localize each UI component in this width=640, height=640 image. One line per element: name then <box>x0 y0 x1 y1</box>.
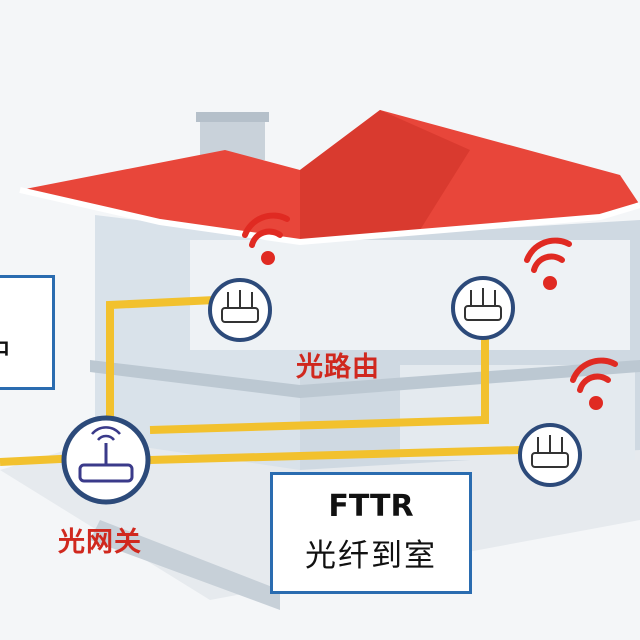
floor-slab <box>90 360 640 398</box>
wifi-icon <box>524 237 572 290</box>
fttr-title: FTTR <box>328 489 414 524</box>
left-box-text: 户 <box>0 326 13 375</box>
fttr-box: FTTR 光纤到室 <box>270 472 472 594</box>
wifi-icon <box>570 357 618 410</box>
roof-edge <box>19 187 640 246</box>
roof-shade <box>300 110 470 240</box>
optical-router-icon <box>451 276 515 340</box>
left-info-box: 户 <box>0 275 55 390</box>
fttr-subtitle: 光纤到室 <box>305 538 437 574</box>
optical-gateway-icon <box>61 415 151 505</box>
chimney-cap <box>196 112 269 122</box>
optical-router-icon <box>518 423 582 487</box>
optical-router-icon <box>208 278 272 342</box>
wifi-icon <box>242 212 290 265</box>
optical-router-label: 光路由 <box>296 352 380 383</box>
optical-gateway-label: 光网关 <box>58 527 142 558</box>
base-steps <box>90 520 280 610</box>
